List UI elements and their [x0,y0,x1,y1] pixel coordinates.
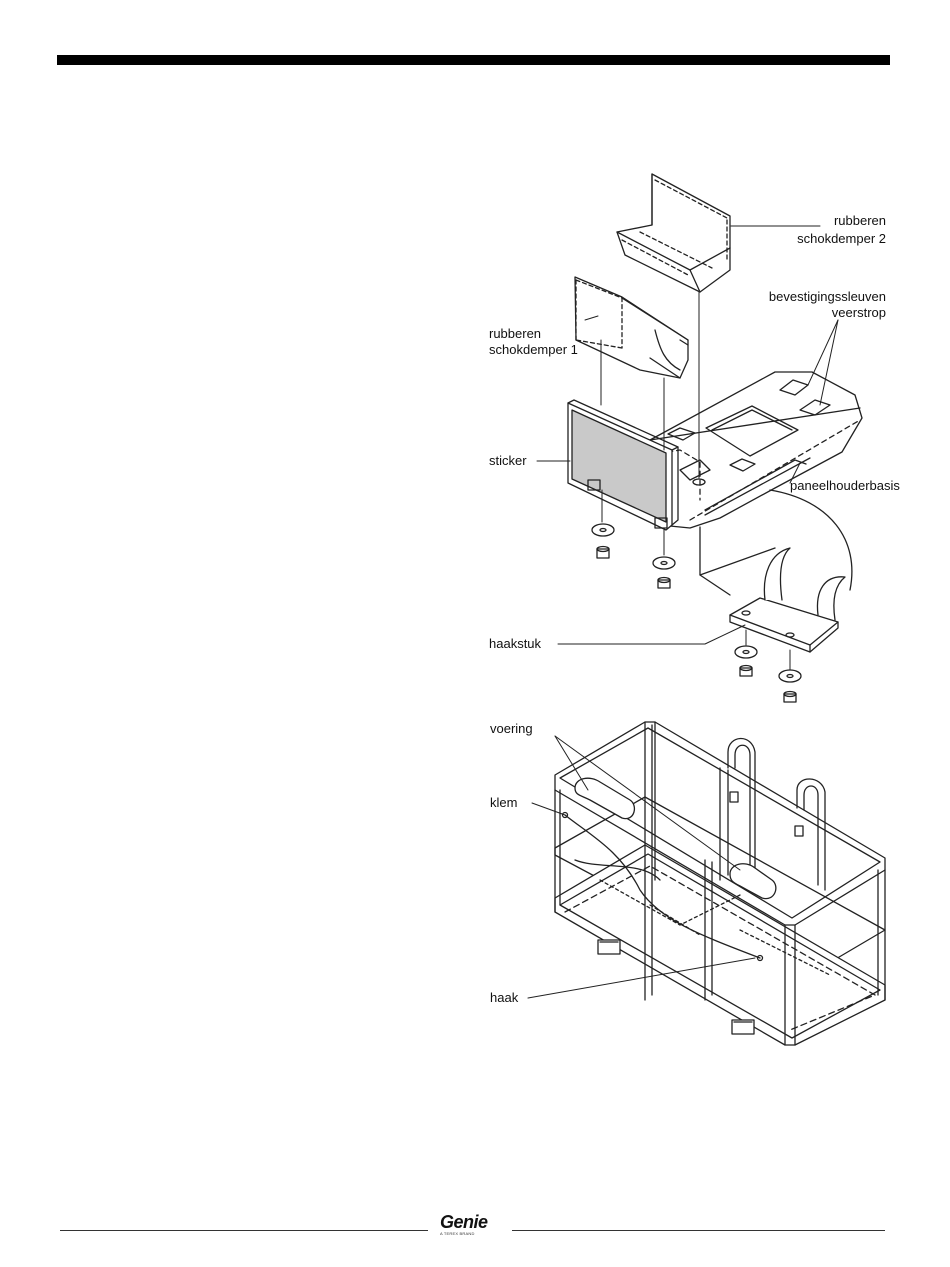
hook-piece [700,527,845,652]
label-panel-holder-base: paneelhouderbasis [790,478,900,494]
label-hook: haak [490,990,518,1006]
rubber-bumper-2 [617,174,730,292]
label-rubber-bumper-1-line2: schokdemper 1 [489,342,578,358]
label-mounting-slots-line2: veerstrop [740,305,886,321]
label-liner: voering [490,721,533,737]
label-hook-piece: haakstuk [489,636,541,652]
washers-and-nuts-lower [735,646,801,702]
platform-basket [555,722,885,1045]
label-rubber-bumper-2-line1: rubberen [758,213,886,229]
genie-logo: Genie A TEREX BRAND [440,1213,510,1241]
label-mounting-slots-line1: bevestigingssleuven [740,289,886,305]
label-rubber-bumper-1-line1: rubberen [489,326,541,342]
washers-and-nuts-upper [592,524,675,588]
sticker-panel [568,400,678,530]
label-rubber-bumper-2-line2: schokdemper 2 [758,231,886,247]
footer-rule-left [60,1230,428,1231]
footer-rule-right [512,1230,885,1231]
label-sticker: sticker [489,453,527,469]
label-clamp: klem [490,795,517,811]
rubber-bumper-1 [575,277,688,378]
logo-text: Genie [440,1213,510,1231]
